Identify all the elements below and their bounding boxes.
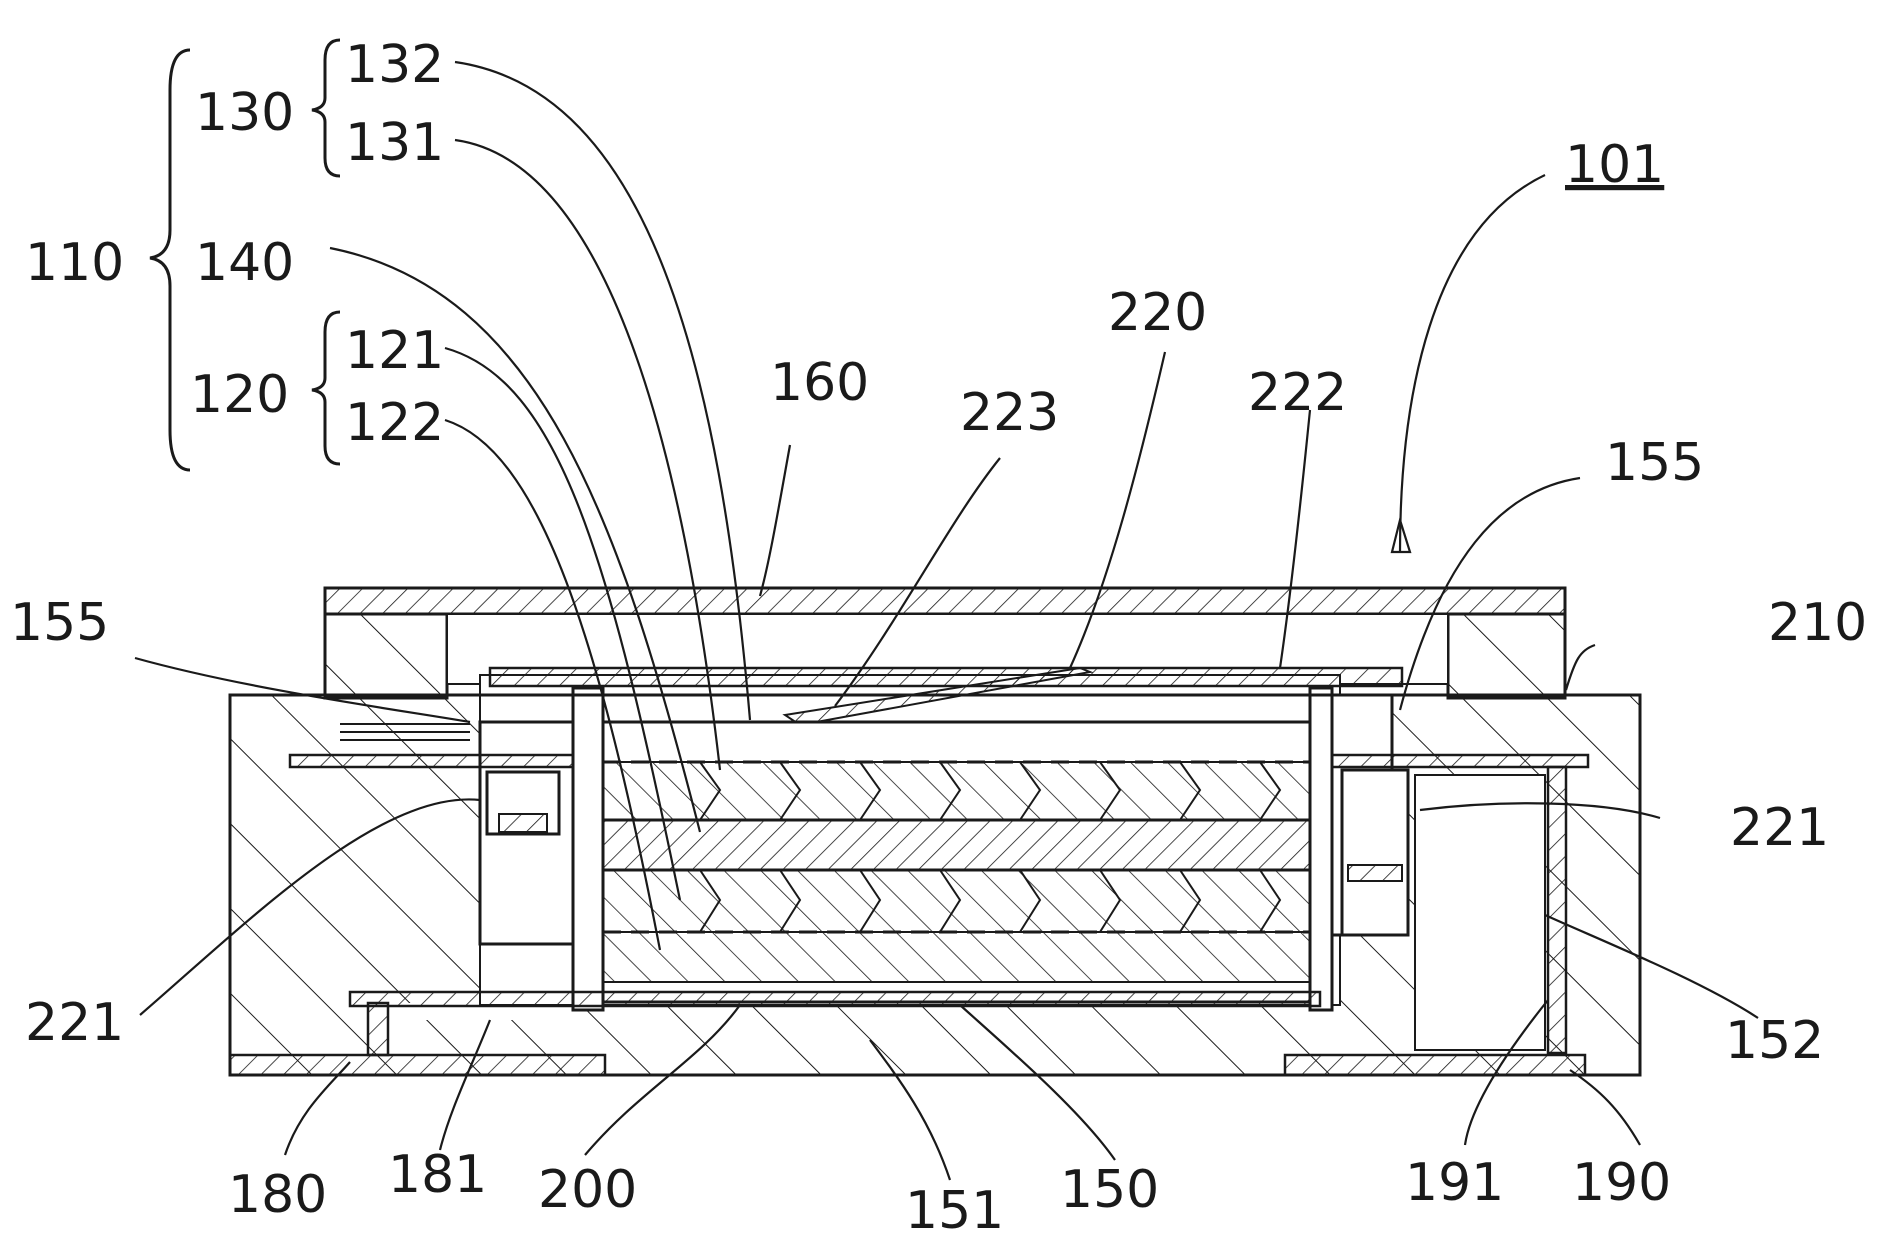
label-131: 131 xyxy=(345,113,444,173)
cap-plate xyxy=(490,668,1402,686)
left-connector-181 xyxy=(368,1003,388,1055)
right-side-cavity-152 xyxy=(1415,775,1545,1050)
left-frame-block xyxy=(325,614,447,698)
label-140: 140 xyxy=(195,233,294,293)
left-arm-plate xyxy=(290,755,573,767)
label-210: 210 xyxy=(1768,593,1867,653)
bottom-terminal-190 xyxy=(1285,1055,1585,1075)
label-150: 150 xyxy=(1060,1160,1159,1220)
brace-120 xyxy=(312,312,340,464)
right-terminal-221 xyxy=(1342,770,1408,935)
label-132: 132 xyxy=(345,35,444,95)
label-160: 160 xyxy=(770,353,869,413)
label-222: 222 xyxy=(1248,363,1347,423)
left-terminal-base xyxy=(499,814,547,832)
label-221-left: 221 xyxy=(25,993,124,1053)
brace-130 xyxy=(312,40,340,176)
label-122: 122 xyxy=(345,393,444,453)
right-post xyxy=(1310,688,1332,1010)
right-frame-block xyxy=(1448,614,1565,698)
right-terminal-base xyxy=(1348,865,1402,881)
layer-121 xyxy=(603,870,1310,932)
label-221-right: 221 xyxy=(1730,798,1829,858)
right-arm-plate xyxy=(1332,755,1588,767)
lid-plate xyxy=(325,588,1565,614)
bottom-terminal-180 xyxy=(230,1055,605,1075)
label-223: 223 xyxy=(960,383,1059,443)
bottom-layer-200 xyxy=(350,992,1320,1006)
label-155-right: 155 xyxy=(1605,433,1704,493)
label-101: 101 xyxy=(1565,135,1664,195)
label-151: 151 xyxy=(905,1181,1004,1235)
label-190: 190 xyxy=(1572,1153,1671,1213)
label-191: 191 xyxy=(1405,1153,1504,1213)
label-120: 120 xyxy=(190,365,289,425)
label-155-left: 155 xyxy=(10,593,109,653)
label-220: 220 xyxy=(1108,283,1207,343)
label-180: 180 xyxy=(228,1165,327,1225)
label-130: 130 xyxy=(195,83,294,143)
left-post xyxy=(573,688,603,1010)
label-200: 200 xyxy=(538,1160,637,1220)
brace-110 xyxy=(150,50,190,470)
layer-131 xyxy=(603,762,1310,820)
label-152: 152 xyxy=(1725,1011,1824,1071)
right-vertical-plate-191 xyxy=(1548,767,1566,1053)
layer-122 xyxy=(603,932,1310,982)
label-110: 110 xyxy=(25,233,124,293)
label-121: 121 xyxy=(345,321,444,381)
label-181: 181 xyxy=(388,1145,487,1205)
layer-140 xyxy=(603,820,1310,870)
